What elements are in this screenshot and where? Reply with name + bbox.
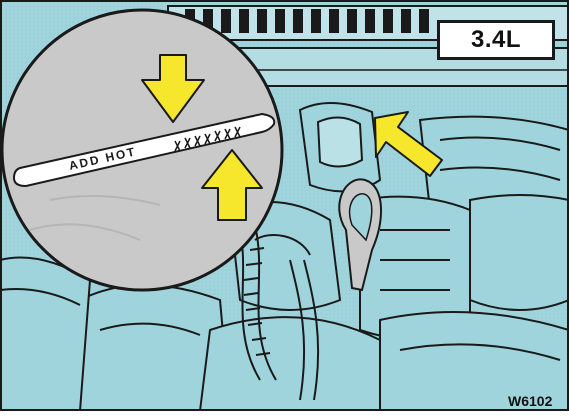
engine-size-label: 3.4L: [437, 20, 555, 60]
figure-code: W6102: [508, 392, 569, 411]
